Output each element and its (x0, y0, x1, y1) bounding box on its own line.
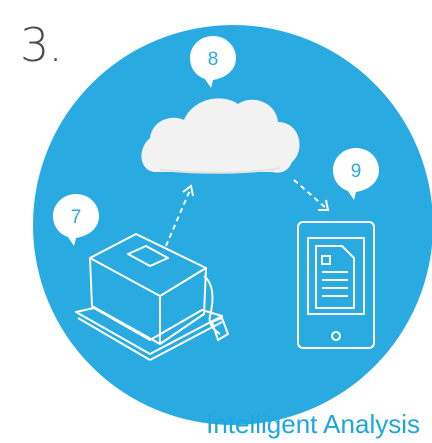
cloud-icon (141, 98, 300, 174)
badge-tablet: 9 (333, 148, 379, 200)
arrow-icon (293, 179, 330, 211)
tablet-icon (297, 221, 375, 349)
step-caption: Intelligent Analysis (206, 409, 420, 439)
sensor-box-icon (75, 233, 229, 361)
background-circle (33, 25, 432, 425)
badge-device-label: 7 (71, 207, 82, 228)
document-icon (307, 237, 365, 315)
badge-cloud: 8 (190, 36, 236, 88)
badge-tablet-label: 9 (351, 161, 362, 182)
step-number: 3. (20, 18, 63, 72)
badge-device: 7 (53, 194, 99, 246)
badge-cloud-label: 8 (208, 49, 219, 70)
arrow-icon (165, 184, 194, 247)
